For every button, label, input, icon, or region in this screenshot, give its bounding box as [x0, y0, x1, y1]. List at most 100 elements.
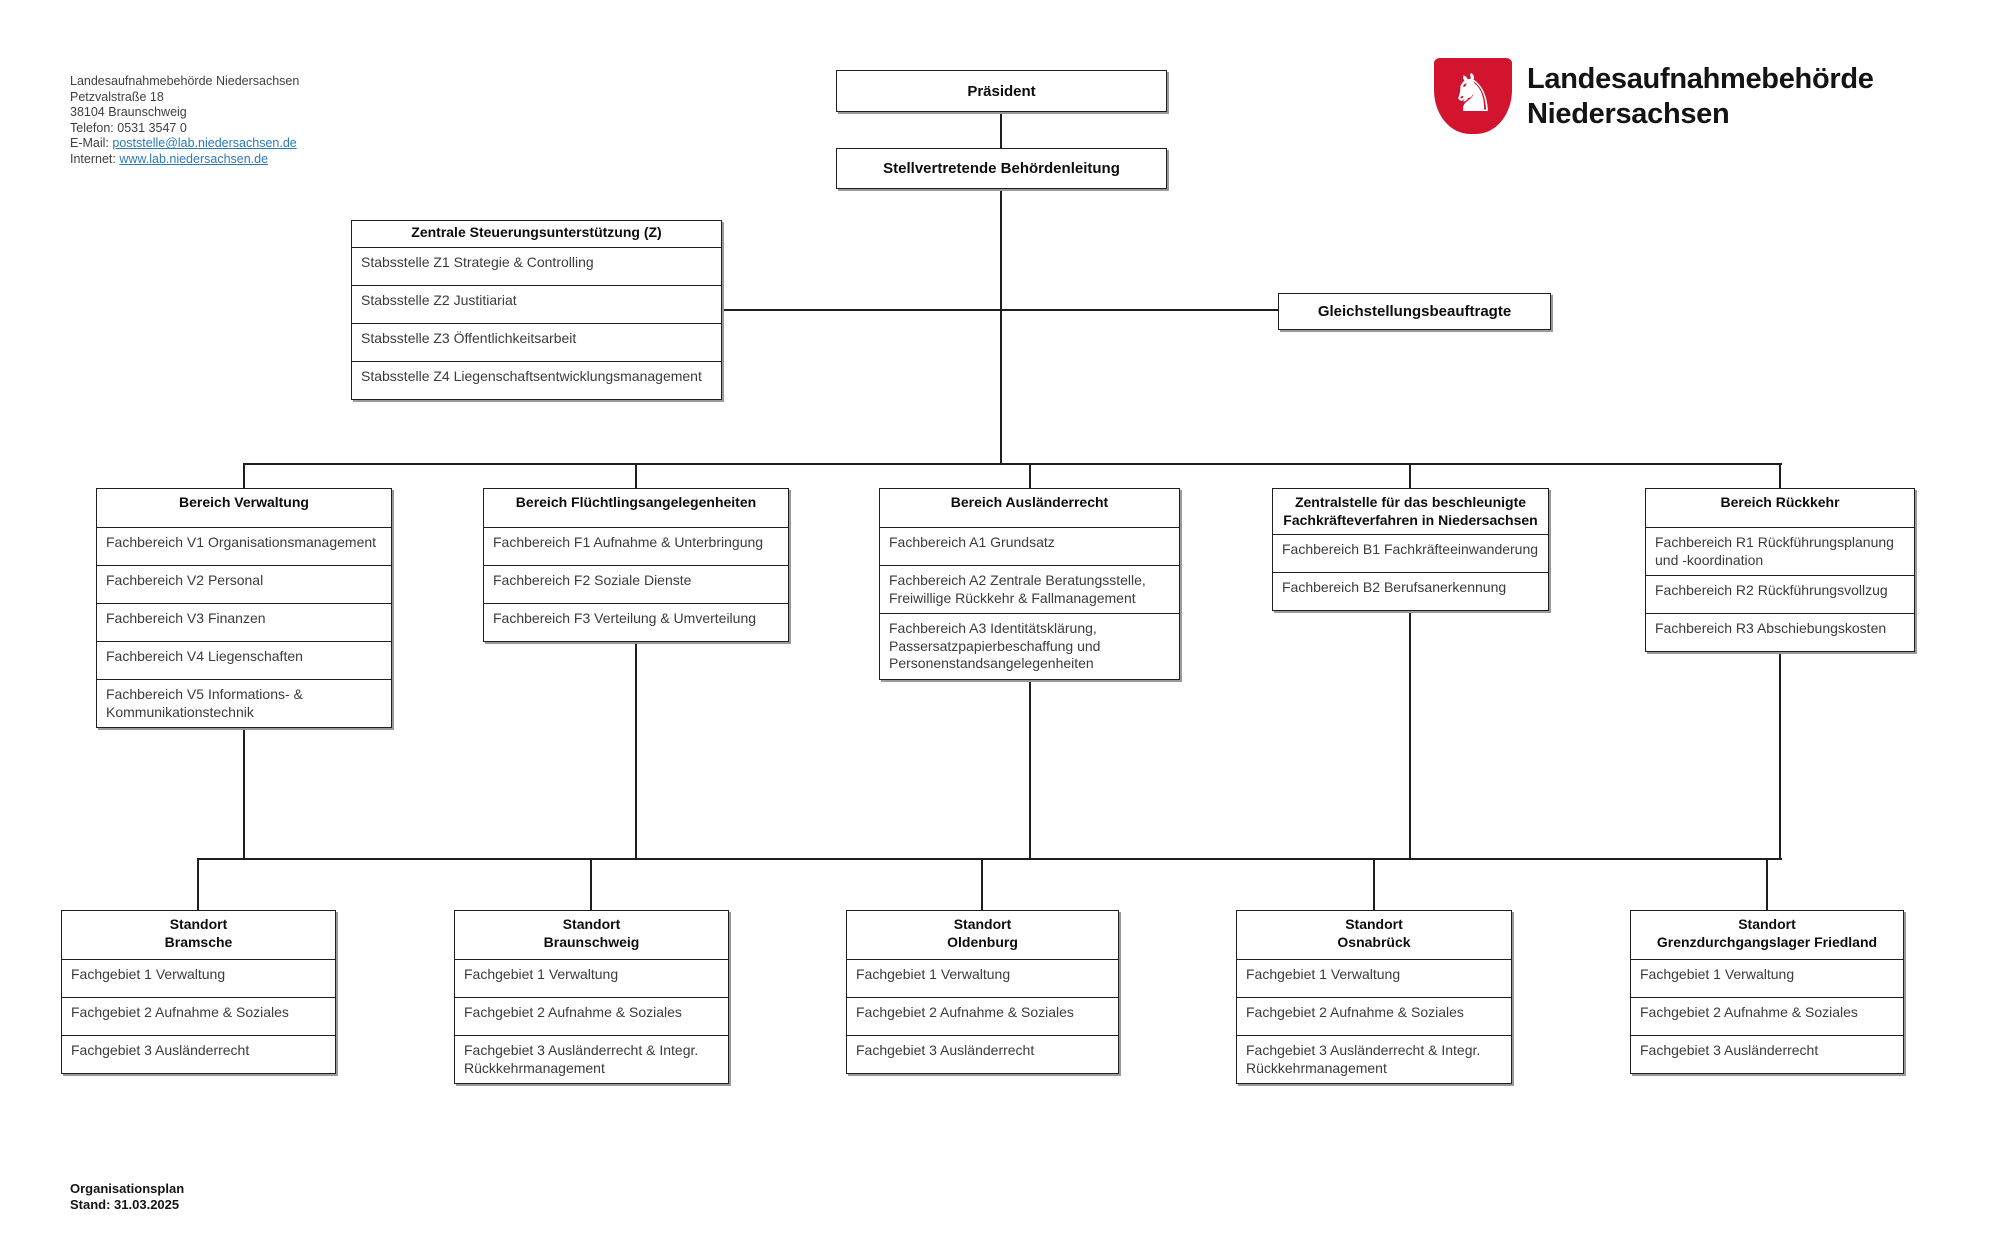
location-label: Standort [169, 916, 228, 932]
org-unit-row: Fachbereich V3 Finanzen [97, 603, 391, 641]
footer-note: Organisationsplan Stand: 31.03.2025 [70, 1181, 184, 1213]
contact-line: Petzvalstraße 18 [70, 89, 164, 104]
connector-line [1000, 189, 1002, 465]
location-name: Osnabrück [1337, 933, 1411, 950]
org-unit-row: Fachbereich V4 Liegenschaften [97, 641, 391, 679]
org-unit-row: Fachbereich V1 Organisationsmanagement [97, 527, 391, 565]
contact-block: Landesaufnahmebehörde Niedersachsen Petz… [70, 74, 299, 168]
location-title: Standort Oldenburg [847, 911, 1118, 959]
org-unit-row: Fachbereich V5 Informations- & Kommunika… [97, 679, 391, 727]
internet-label: Internet: [70, 151, 116, 166]
department-title: Bereich Ausländerrecht [950, 494, 1109, 510]
org-unit-row: Fachbereich R3 Abschiebungskosten [1646, 613, 1914, 651]
org-unit-row: Fachgebiet 1 Verwaltung [1631, 959, 1903, 997]
org-unit-row: Fachbereich F1 Aufnahme & Unterbringung [484, 527, 788, 565]
location-name: Bramsche [164, 933, 233, 950]
org-unit-row: Fachbereich A2 Zentrale Beratungsstelle,… [880, 565, 1179, 613]
connector-line [635, 625, 637, 860]
department-box-auslaenderrecht: Bereich Ausländerrecht Fachbereich A1 Gr… [879, 488, 1180, 680]
org-unit-row: Fachbereich A1 Grundsatz [880, 527, 1179, 565]
org-unit-row: Fachgebiet 1 Verwaltung [455, 959, 728, 997]
president-box: Präsident [836, 70, 1167, 112]
org-unit-row: Fachgebiet 3 Ausländerrecht [62, 1035, 335, 1073]
org-unit-row: Fachgebiet 3 Ausländerrecht [1631, 1035, 1903, 1073]
connector-line [981, 858, 983, 915]
footer-date: Stand: 31.03.2025 [70, 1197, 180, 1212]
org-unit-row: Fachgebiet 2 Aufnahme & Soziales [1237, 997, 1511, 1035]
location-box-oldenburg: Standort Oldenburg Fachgebiet 1 Verwaltu… [846, 910, 1119, 1074]
email-link[interactable]: poststelle@lab.niedersachsen.de [112, 136, 297, 151]
location-name: Braunschweig [543, 933, 640, 950]
org-unit-row: Stabsstelle Z2 Justitiariat [352, 285, 721, 323]
department-title: Bereich Verwaltung [179, 494, 309, 510]
equality-officer-box: Gleichstellungsbeauftragte [1278, 293, 1551, 330]
connector-line [722, 309, 1278, 311]
brand-title: Landesaufnahmebehörde Niedersachsen [1527, 62, 1874, 132]
location-label: Standort [1345, 916, 1403, 932]
location-name: Oldenburg [947, 933, 1018, 950]
org-unit-row: Fachbereich R2 Rückführungsvollzug [1646, 575, 1914, 613]
org-unit-row: Fachgebiet 2 Aufnahme & Soziales [62, 997, 335, 1035]
contact-line: Landesaufnahmebehörde Niedersachsen [70, 74, 300, 88]
org-unit-row: Fachbereich F2 Soziale Dienste [484, 565, 788, 603]
connector-line [197, 858, 199, 915]
deputy-leadership-box: Stellvertretende Behördenleitung [836, 148, 1167, 189]
org-unit-row: Fachgebiet 3 Ausländerrecht & Integr. Rü… [1237, 1035, 1511, 1083]
org-unit-row: Fachgebiet 2 Aufnahme & Soziales [455, 997, 728, 1035]
org-unit-row: Stabsstelle Z4 Liegenschaftsentwicklungs… [352, 361, 721, 399]
org-unit-row: Fachbereich V2 Personal [97, 565, 391, 603]
niedersachsen-horse-icon: ♞ [1449, 65, 1497, 123]
location-box-osnabrueck: Standort Osnabrück Fachgebiet 1 Verwaltu… [1236, 910, 1512, 1084]
org-unit-row: Fachgebiet 2 Aufnahme & Soziales [847, 997, 1118, 1035]
connector-line [1029, 463, 1031, 490]
connector-line [1779, 463, 1781, 490]
org-unit-row: Fachgebiet 1 Verwaltung [1237, 959, 1511, 997]
location-title: Standort Grenzdurchgangslager Friedland [1631, 911, 1903, 959]
org-unit-row: Fachbereich A3 Identitätsklärung, Passer… [880, 613, 1179, 679]
location-box-grenzdurchgangslager-friedland: Standort Grenzdurchgangslager Friedland … [1630, 910, 1904, 1074]
location-name: Grenzdurchgangslager Friedland [1656, 933, 1878, 950]
department-title: Zentralstelle für das beschleunigte Fach… [1283, 494, 1538, 528]
contact-email-line: E-Mail: poststelle@lab.niedersachsen.de [70, 136, 299, 152]
contact-line: 38104 Braunschweig [70, 105, 187, 120]
org-unit-row: Fachbereich F3 Verteilung & Umverteilung [484, 603, 788, 641]
connector-line [1766, 858, 1768, 915]
staff-unit-title: Zentrale Steuerungsunterstützung (Z) [411, 224, 662, 240]
connector-line [1029, 650, 1031, 860]
org-unit-row: Stabsstelle Z1 Strategie & Controlling [352, 247, 721, 285]
org-unit-row: Fachgebiet 3 Ausländerrecht [847, 1035, 1118, 1073]
niedersachsen-coat-of-arms: ♞ [1434, 58, 1512, 134]
connector-line [590, 858, 592, 915]
org-unit-row: Fachgebiet 1 Verwaltung [62, 959, 335, 997]
department-title: Bereich Flüchtlingsangelegenheiten [515, 494, 757, 510]
connector-line [1409, 590, 1411, 860]
department-title: Bereich Rückkehr [1720, 494, 1840, 510]
department-box-verwaltung: Bereich Verwaltung Fachbereich V1 Organi… [96, 488, 392, 728]
location-title: Standort Osnabrück [1237, 911, 1511, 959]
department-box-fluechtlingsangelegenheiten: Bereich Flüchtlingsangelegenheiten Fachb… [483, 488, 789, 642]
connector-line [1000, 112, 1002, 150]
connector-line [1779, 625, 1781, 860]
connector-bus-locations [197, 858, 1782, 860]
connector-line [243, 463, 245, 490]
location-label: Standort [953, 916, 1012, 932]
contact-line: Telefon: 0531 3547 0 [70, 120, 187, 135]
org-unit-row: Fachbereich R1 Rückführungsplanung und -… [1646, 527, 1914, 575]
location-title: Standort Bramsche [62, 911, 335, 959]
connector-line [1373, 858, 1375, 915]
brand-title-line2: Niedersachsen [1527, 98, 1730, 130]
website-link[interactable]: www.lab.niedersachsen.de [119, 151, 269, 166]
connector-line [243, 710, 245, 860]
location-label: Standort [1738, 916, 1796, 932]
contact-internet-line: Internet: www.lab.niedersachsen.de [70, 152, 299, 168]
org-unit-row: Fachgebiet 1 Verwaltung [847, 959, 1118, 997]
brand-title-line1: Landesaufnahmebehörde [1527, 63, 1874, 95]
location-label: Standort [562, 916, 621, 932]
org-unit-row: Stabsstelle Z3 Öffentlichkeitsarbeit [352, 323, 721, 361]
connector-line [635, 463, 637, 490]
org-unit-row: Fachbereich B2 Berufsanerkennung [1273, 572, 1548, 610]
location-box-bramsche: Standort Bramsche Fachgebiet 1 Verwaltun… [61, 910, 336, 1074]
connector-line [1409, 463, 1411, 490]
location-box-braunschweig: Standort Braunschweig Fachgebiet 1 Verwa… [454, 910, 729, 1084]
